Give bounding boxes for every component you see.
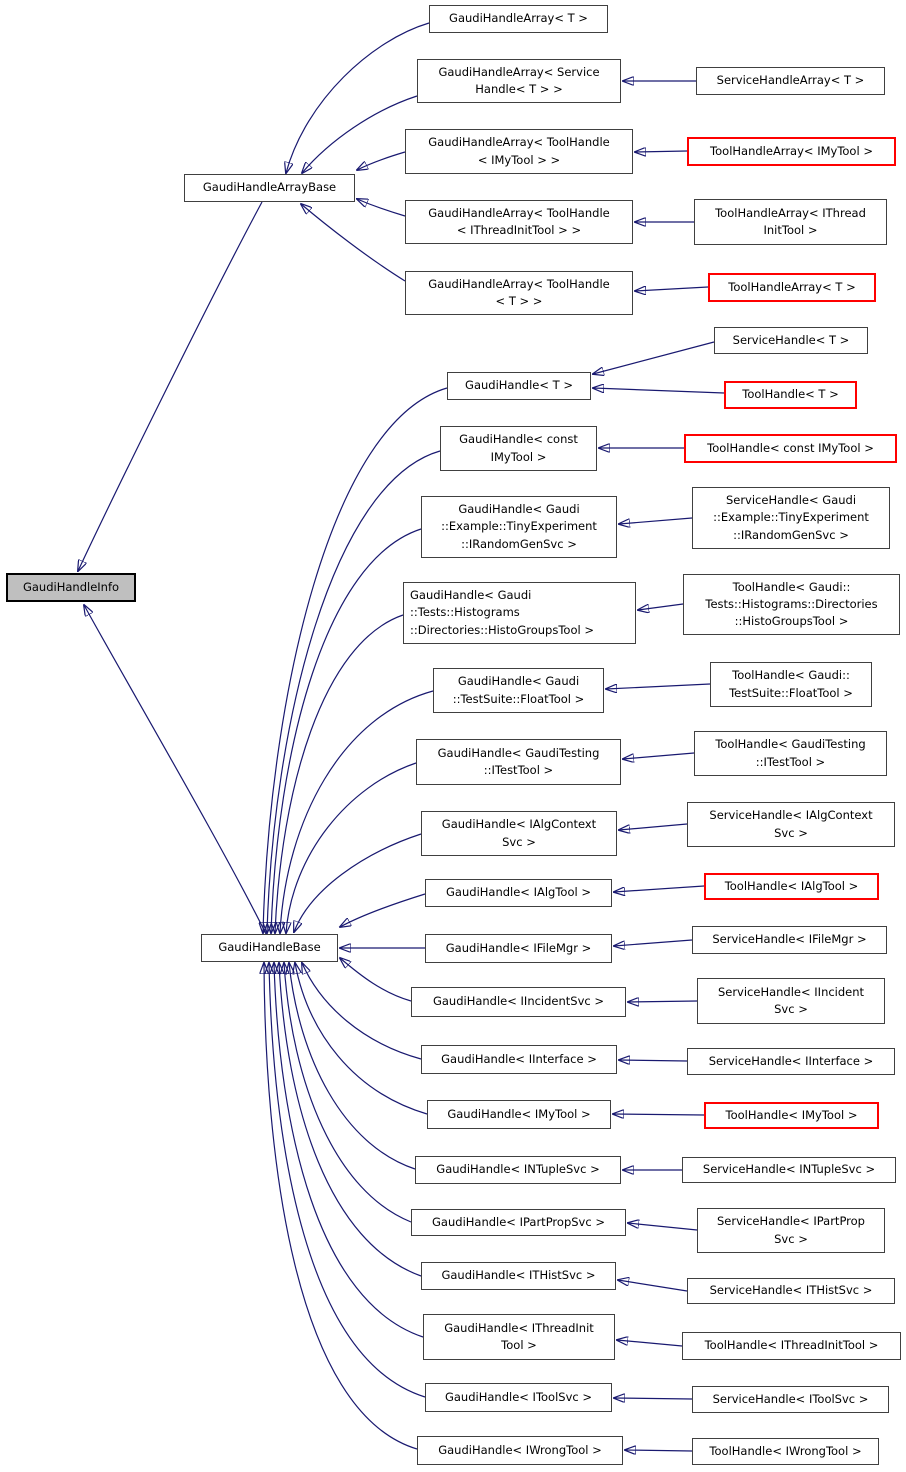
class-node-gaudihandle-histogroupstool[interactable]: GaudiHandle< Gaudi ::Tests::Histograms :… (403, 582, 636, 644)
class-node-toolhandle-floattool[interactable]: ToolHandle< Gaudi:: TestSuite::FloatTool… (710, 662, 872, 707)
class-node-gaudihandle-ithistsvc[interactable]: GaudiHandle< ITHistSvc > (421, 1262, 616, 1290)
edge-th_histogroups-to-gh_histogroups (638, 603, 684, 610)
class-node-servicehandle-t[interactable]: ServiceHandle< T > (714, 327, 868, 354)
edge-gh_intuplesvc-to-base (289, 963, 416, 1170)
edge-th_t-to-gh_t (593, 388, 725, 394)
class-node-toolhandle-iwrongtool[interactable]: ToolHandle< IWrongTool > (692, 1438, 879, 1465)
class-node-toolhandle-imytool[interactable]: ToolHandle< IMyTool > (704, 1102, 879, 1129)
edge-gh_ialgcontextsvc-to-base (294, 833, 422, 932)
class-node-servicehandle-intuplesvc[interactable]: ServiceHandle< INTupleSvc > (682, 1157, 896, 1183)
class-node-gaudihandlearray-toolhandle-imytool[interactable]: GaudiHandleArray< ToolHandle < IMyTool >… (405, 129, 633, 174)
edge-gha_th_ithreadinit-to-arraybase (357, 199, 406, 217)
edge-tha_imytool-to-gha_th_imytool (635, 151, 688, 152)
class-node-gaudihandle-ialgtool[interactable]: GaudiHandle< IAlgTool > (425, 879, 612, 907)
class-node-toolhandle-ithreadinittool[interactable]: ToolHandle< IThreadInitTool > (682, 1332, 901, 1360)
class-node-gaudihandle-irandomgensvc[interactable]: GaudiHandle< Gaudi ::Example::TinyExperi… (421, 496, 617, 558)
edge-gh_const_imytool-to-base (267, 450, 441, 933)
edge-th_imytool-to-gh_imytool (613, 1114, 705, 1115)
class-node-toolhandle-t[interactable]: ToolHandle< T > (724, 381, 857, 409)
edge-tha_t-to-gha_th_t (635, 287, 709, 291)
edge-gh_histogroups-to-base (275, 614, 404, 933)
edge-th_iwrongtool-to-gh_iwrongtool (625, 1450, 693, 1451)
class-node-toolhandlearray-imytool[interactable]: ToolHandleArray< IMyTool > (687, 137, 896, 166)
class-node-gaudihandle-itoolsvc[interactable]: GaudiHandle< IToolSvc > (425, 1383, 612, 1412)
class-node-gaudihandle-itesttool[interactable]: GaudiHandle< GaudiTesting ::ITestTool > (416, 739, 621, 785)
class-node-gaudihandle-iincidentsvc[interactable]: GaudiHandle< IIncidentSvc > (411, 987, 626, 1017)
edge-gh_t-to-base (263, 387, 448, 933)
edge-gha_th_t-to-arraybase (301, 204, 406, 282)
edge-gh_ialgtool-to-base (340, 893, 426, 927)
class-node-gaudihandlebase[interactable]: GaudiHandleBase (201, 934, 338, 962)
edge-gh_iinterface-to-base (302, 963, 422, 1060)
edge-sh_itoolsvc-to-gh_itoolsvc (614, 1398, 693, 1399)
edge-gh_tinyexp-to-base (271, 528, 422, 933)
edge-gh_iincidentsvc-to-base (340, 958, 412, 1002)
edge-sh_t-to-gh_t (593, 341, 715, 374)
class-node-gaudihandle-iwrongtool[interactable]: GaudiHandle< IWrongTool > (417, 1436, 623, 1465)
edge-gha_service-to-arraybase (302, 95, 418, 173)
edge-gh_ipartpropsvc-to-base (284, 963, 412, 1223)
edge-gh_imytool-to-base (295, 963, 428, 1115)
class-node-servicehandlearray-t[interactable]: ServiceHandleArray< T > (696, 67, 885, 95)
edge-gh_floattool-to-base (280, 690, 434, 933)
class-node-toolhandle-itesttool[interactable]: ToolHandle< GaudiTesting ::ITestTool > (694, 731, 887, 776)
class-node-toolhandle-ialgtool[interactable]: ToolHandle< IAlgTool > (704, 873, 879, 900)
class-node-servicehandle-iinterface[interactable]: ServiceHandle< IInterface > (687, 1048, 895, 1075)
edge-gh_ithistsvc-to-base (279, 963, 422, 1277)
class-node-gaudihandle-const-imytool[interactable]: GaudiHandle< const IMyTool > (440, 426, 597, 471)
class-node-gaudihandlearray-toolhandle-t[interactable]: GaudiHandleArray< ToolHandle < T > > (405, 271, 633, 315)
class-node-gaudihandle-iinterface[interactable]: GaudiHandle< IInterface > (421, 1045, 617, 1074)
class-node-gaudihandle-ithreadinittool[interactable]: GaudiHandle< IThreadInit Tool > (423, 1314, 615, 1360)
edge-gh_itesttool-to-base (286, 762, 417, 933)
edge-sh_ifilemgr-to-gh_ifilemgr (614, 939, 693, 946)
edge-gha_t-to-arraybase (286, 22, 430, 173)
edge-gh_itoolsvc-to-base (269, 963, 426, 1398)
class-node-servicehandle-ialgcontextsvc[interactable]: ServiceHandle< IAlgContext Svc > (687, 802, 895, 847)
class-node-gaudihandle-ialgcontextsvc[interactable]: GaudiHandle< IAlgContext Svc > (421, 811, 617, 856)
edge-gh_iwrongtool-to-base (264, 963, 418, 1450)
class-node-gaudihandle-ipartpropsvc[interactable]: GaudiHandle< IPartPropSvc > (411, 1209, 626, 1236)
edge-sh_ithistsvc-to-gh_ithistsvc (618, 1280, 688, 1292)
class-node-servicehandle-ifilemgr[interactable]: ServiceHandle< IFileMgr > (692, 926, 887, 954)
class-node-servicehandle-ipartpropsvc[interactable]: ServiceHandle< IPartProp Svc > (697, 1208, 885, 1253)
class-node-servicehandle-itoolsvc[interactable]: ServiceHandle< IToolSvc > (692, 1386, 889, 1413)
edge-th_itesttool-to-gh_itesttool (623, 752, 695, 759)
edge-gh_ithreadinittool-to-base (274, 963, 424, 1338)
edge-arraybase-to-info (78, 201, 263, 571)
edge-base-to-info (84, 605, 267, 935)
class-node-gaudihandle-ifilemgr[interactable]: GaudiHandle< IFileMgr > (425, 934, 612, 963)
class-node-gaudihandle-t[interactable]: GaudiHandle< T > (447, 372, 591, 400)
class-node-gaudihandlearraybase[interactable]: GaudiHandleArrayBase (184, 174, 355, 202)
class-node-servicehandle-iincidentsvc[interactable]: ServiceHandle< IIncident Svc > (697, 978, 885, 1024)
class-node-gaudihandlearray-toolhandle-ithreadinittool[interactable]: GaudiHandleArray< ToolHandle < IThreadIn… (405, 200, 633, 244)
class-node-gaudihandle-intuplesvc[interactable]: GaudiHandle< INTupleSvc > (415, 1156, 621, 1184)
edge-sh_iincidentsvc-to-gh_iincidentsvc (628, 1001, 698, 1002)
class-node-toolhandlearray-ithreadinittool[interactable]: ToolHandleArray< IThread InitTool > (694, 199, 887, 245)
edge-sh_tinyexp-to-gh_tinyexp (619, 517, 693, 524)
edge-gha_th_imytool-to-arraybase (357, 151, 406, 170)
class-node-servicehandle-ithistsvc[interactable]: ServiceHandle< ITHistSvc > (687, 1278, 895, 1304)
edge-th_ialgtool-to-gh_ialgtool (614, 885, 705, 892)
class-node-servicehandle-irandomgensvc[interactable]: ServiceHandle< Gaudi ::Example::TinyExpe… (692, 487, 890, 549)
edge-sh_iinterface-to-gh_iinterface (619, 1060, 688, 1061)
class-node-toolhandlearray-t[interactable]: ToolHandleArray< T > (708, 273, 876, 302)
class-node-gaudihandlearray-servicehandle-t[interactable]: GaudiHandleArray< Service Handle< T > > (417, 59, 621, 103)
edge-sh_ipartpropsvc-to-gh_ipartpropsvc (628, 1223, 698, 1231)
class-node-gaudihandlearray-t[interactable]: GaudiHandleArray< T > (429, 5, 608, 33)
class-node-toolhandle-histogroupstool[interactable]: ToolHandle< Gaudi:: Tests::Histograms::D… (683, 574, 900, 635)
edge-th_floattool-to-gh_floattool (606, 683, 711, 689)
edge-th_ithreadinittool-to-gh_ithreadinittool (617, 1340, 683, 1347)
class-node-toolhandle-const-imytool[interactable]: ToolHandle< const IMyTool > (684, 434, 897, 463)
edge-sh_ialgcontextsvc-to-gh_ialgcontextsvc (619, 823, 688, 830)
class-node-gaudihandleinfo[interactable]: GaudiHandleInfo (6, 573, 136, 602)
class-node-gaudihandle-floattool[interactable]: GaudiHandle< Gaudi ::TestSuite::FloatToo… (433, 668, 604, 713)
class-node-gaudihandle-imytool[interactable]: GaudiHandle< IMyTool > (427, 1100, 611, 1129)
